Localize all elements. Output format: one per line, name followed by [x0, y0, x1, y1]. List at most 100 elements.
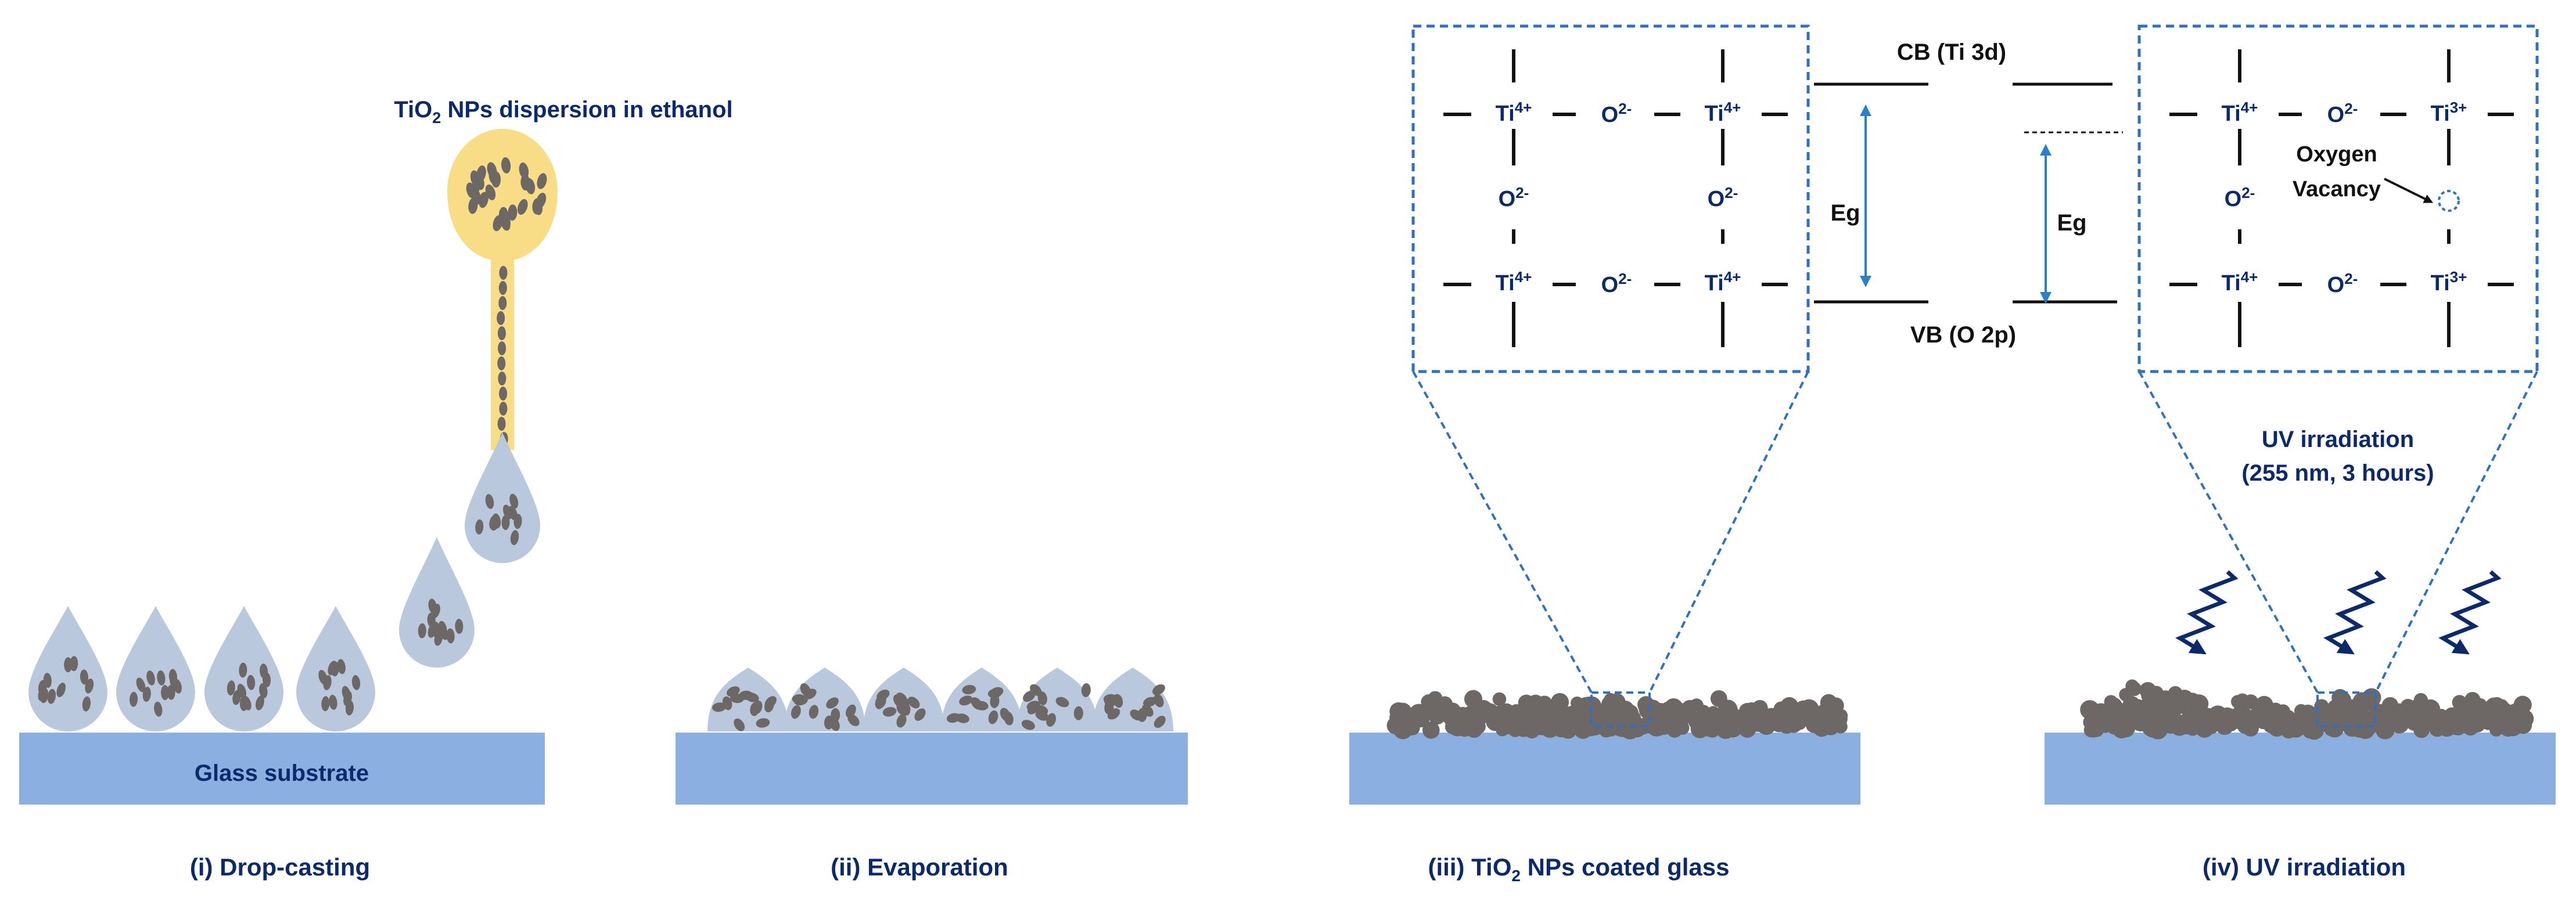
particle	[431, 621, 440, 637]
particle	[438, 621, 447, 636]
particle	[40, 688, 49, 704]
uv-label-line1: UV irradiation	[2262, 427, 2414, 452]
particle	[1055, 697, 1069, 708]
particle	[80, 669, 88, 685]
ti-atom: Ti3+	[2431, 268, 2467, 295]
ti-atom: Ti4+	[2222, 268, 2258, 295]
particle	[498, 372, 506, 385]
particle	[730, 694, 744, 704]
particle	[479, 192, 488, 208]
particle	[990, 687, 1004, 697]
particle	[756, 718, 770, 728]
eg-label-right: Eg	[2057, 210, 2086, 236]
particle	[161, 685, 170, 701]
zoom-region-box-uv	[2316, 691, 2377, 727]
particle	[136, 677, 146, 693]
falling-droplets	[399, 432, 540, 668]
lattice-frame-pristine	[1411, 24, 1810, 373]
panel-coated-glass: Ti4+O2-Ti4+O2-O2-Ti4+O2-Ti4+ (iii) TiO2 …	[1349, 24, 1860, 885]
particle	[168, 669, 177, 684]
particle	[85, 679, 94, 694]
particle	[498, 341, 506, 355]
particle	[1422, 721, 1440, 739]
band-diagram: CB (Ti 3d) Eg Eg VB (O 2p)	[1814, 39, 2123, 348]
ti-atom: Ti3+	[2431, 99, 2467, 126]
particle	[351, 675, 361, 690]
particle	[955, 713, 969, 723]
cb-label: CB (Ti 3d)	[1897, 39, 2006, 65]
o-atom: O2-	[1601, 100, 1632, 127]
particle	[803, 688, 817, 700]
particle	[752, 700, 763, 715]
particle	[824, 715, 834, 730]
particle	[497, 356, 506, 370]
particle	[154, 701, 163, 717]
particle	[1113, 694, 1123, 708]
particle	[418, 623, 426, 639]
particle	[809, 705, 819, 719]
particle	[488, 168, 499, 185]
o-atom: O2-	[1601, 270, 1632, 297]
particle	[508, 204, 518, 221]
uv-wave-arrow	[2323, 570, 2387, 655]
particle	[82, 696, 91, 712]
particle	[499, 402, 508, 416]
droplet	[399, 537, 475, 668]
particle	[897, 698, 910, 711]
particle	[831, 708, 840, 722]
glass-substrate-3	[1349, 733, 1860, 805]
particle	[491, 513, 500, 529]
particle	[1492, 692, 1507, 706]
particle	[1154, 694, 1164, 708]
vacancy-label-line1: Oxygen	[2296, 142, 2377, 167]
lattice-frame-defective	[2137, 24, 2539, 373]
particle	[56, 682, 66, 697]
o-atom: O2-	[1708, 184, 1738, 211]
particle	[247, 675, 256, 690]
o-atom: O2-	[2327, 100, 2358, 127]
particle	[232, 690, 241, 705]
particle	[318, 669, 328, 685]
particle	[959, 695, 973, 706]
particle	[43, 673, 52, 688]
particle	[988, 710, 998, 724]
ti-atom: Ti4+	[1496, 99, 1532, 126]
uv-wave-arrow	[2175, 570, 2239, 655]
particle	[510, 530, 519, 546]
deposited-droplets	[28, 606, 375, 731]
particle	[990, 694, 1000, 708]
particle	[2513, 695, 2532, 714]
particle	[1034, 705, 1048, 715]
particle	[1550, 693, 1569, 712]
o-atom: O2-	[2327, 270, 2358, 297]
ti-atom: Ti4+	[1496, 268, 1532, 295]
particle	[343, 691, 352, 706]
uv-wave-arrows	[2175, 570, 2502, 655]
particle	[792, 694, 806, 704]
caption-coated-glass: (iii) TiO2 NPs coated glass	[1428, 853, 1730, 885]
particle	[907, 697, 920, 709]
particle	[1107, 708, 1120, 720]
particle	[764, 696, 777, 708]
particle	[1021, 719, 1035, 730]
irradiated-particle-layer	[2080, 679, 2534, 740]
particle	[485, 184, 496, 200]
uv-label-line2: (255 nm, 3 hours)	[2241, 460, 2434, 486]
particle	[471, 188, 481, 205]
particle	[64, 657, 73, 673]
glass-substrate-4	[2045, 733, 2556, 805]
particle	[1676, 721, 1690, 735]
tio2-particle-layer	[1386, 690, 1848, 740]
particle	[791, 705, 801, 719]
particle	[2117, 719, 2135, 738]
o-atom: O2-	[1499, 184, 1529, 211]
panel-drop-casting: Glass substrate TiO2 NPs dispersion in e…	[19, 97, 733, 881]
particle	[1706, 706, 1720, 719]
glass-substrate-label: Glass substrate	[195, 760, 369, 786]
particle	[1023, 690, 1036, 702]
particle	[497, 326, 506, 340]
particle	[501, 157, 511, 174]
